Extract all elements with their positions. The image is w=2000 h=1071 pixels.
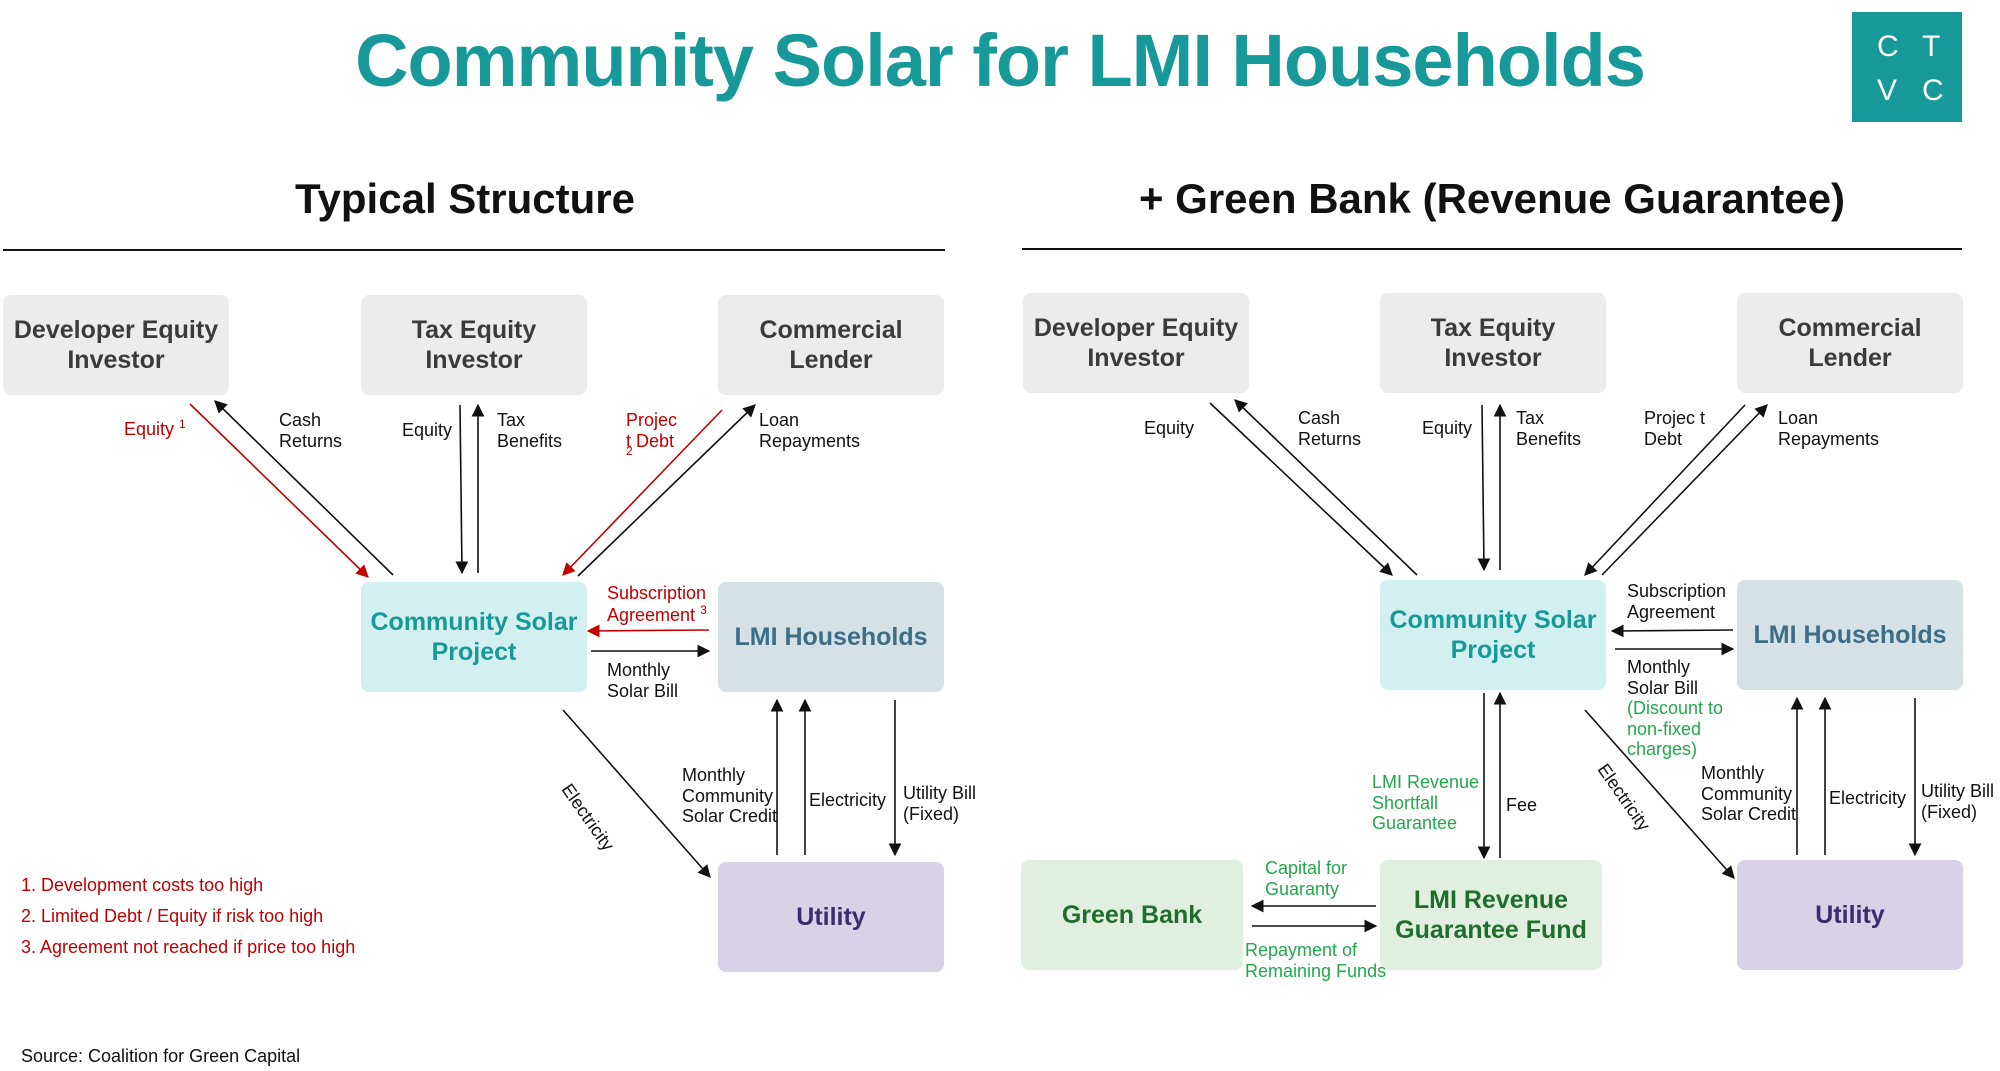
- note-1: 1. Development costs too high: [21, 875, 264, 895]
- arrow-cash-returns-left: [214, 400, 394, 576]
- right-box-tax-equity: Tax Equity Investor: [1380, 293, 1606, 393]
- right-label-equity-tax: Equity: [1422, 418, 1473, 438]
- right-box-community-solar-project: Community Solar Project: [1380, 580, 1606, 690]
- page-title: Community Solar for LMI Households: [355, 19, 1646, 102]
- left-label-electricity: Electricity: [809, 790, 887, 810]
- left-label-equity-tax: Equity: [402, 420, 453, 440]
- right-label-discount: (Discount to non-fixed charges): [1627, 698, 1724, 760]
- right-label-capital-for-guaranty: Capital for Guaranty: [1265, 858, 1348, 899]
- right-label-shortfall-guarantee: LMI Revenue Shortfall Guarantee: [1372, 772, 1480, 834]
- arrow-electricity-diag-left: [562, 709, 711, 878]
- note-2: 2. Limited Debt / Equity if risk too hig…: [21, 906, 324, 926]
- right-label-fee: Fee: [1506, 795, 1538, 815]
- left-label-monthly-solar-bill: Monthly Solar Bill: [607, 660, 679, 701]
- logo-letter: C: [1877, 30, 1899, 63]
- source-note: Source: Coalition for Green Capital: [21, 1046, 301, 1066]
- left-label-tax-benefits: Tax Benefits: [497, 410, 563, 451]
- left-label-community-credit: Monthly Community Solar Credit: [682, 765, 778, 827]
- right-box-green-bank: Green Bank: [1021, 860, 1243, 970]
- right-label-cash-returns: Cash Returns: [1298, 408, 1362, 449]
- logo-letter: T: [1922, 30, 1941, 63]
- left-box-commercial-lender: Commercial Lender: [718, 295, 944, 395]
- left-heading: Typical Structure: [295, 175, 635, 222]
- arrow-electricity-diag-right: [1584, 709, 1735, 879]
- arrow-project-debt-right: [1584, 404, 1746, 576]
- right-box-developer-equity: Developer Equity Investor: [1023, 293, 1249, 393]
- left-label-cash-returns: Cash Returns: [279, 410, 343, 451]
- left-box-community-solar-project: Community Solar Project: [361, 582, 587, 692]
- note-3: 3. Agreement not reached if price too hi…: [21, 937, 356, 957]
- logo-letter: C: [1922, 74, 1944, 107]
- left-box-tax-equity: Tax Equity Investor: [361, 295, 587, 395]
- arrow-equity-left: [189, 403, 369, 578]
- right-heading: + Green Bank (Revenue Guarantee): [1138, 175, 1846, 222]
- right-label-electricity: Electricity: [1829, 788, 1907, 808]
- right-label-repayment: Repayment of Remaining Funds: [1245, 940, 1387, 981]
- arrow-equity-right: [1209, 402, 1393, 576]
- left-label-subscription: Subscription Agreement 3: [607, 583, 707, 625]
- left-box-utility: Utility: [718, 862, 944, 972]
- right-box-utility: Utility: [1737, 860, 1963, 970]
- logo-letter: V: [1877, 74, 1898, 107]
- arrow-equity-tax-left: [455, 404, 469, 575]
- right-label-project-debt: Projec t Debt: [1644, 408, 1706, 449]
- right-label-subscription: Subscription Agreement: [1627, 581, 1727, 622]
- left-label-project-debt: Projec t Debt 2: [626, 410, 678, 459]
- arrow-project-debt-left: [562, 409, 723, 576]
- left-box-lmi-households: LMI Households: [718, 582, 944, 692]
- left-label-utility-bill: Utility Bill (Fixed): [903, 783, 977, 824]
- arrow-cash-returns-right: [1234, 399, 1418, 576]
- right-label-tax-benefits: Tax Benefits: [1516, 408, 1582, 449]
- right-label-loan-repayments: Loan Repayments: [1778, 408, 1880, 449]
- arrow-subscription-right: [1610, 624, 1734, 638]
- right-label-equity-dev: Equity: [1144, 418, 1195, 438]
- right-label-monthly-solar-bill: Monthly Solar Bill: [1627, 657, 1699, 698]
- arrow-loan-repayments-right: [1601, 404, 1768, 576]
- right-box-commercial-lender: Commercial Lender: [1737, 293, 1963, 393]
- arrow-loan-repayments-left: [577, 404, 756, 577]
- right-divider: [1022, 248, 1962, 250]
- arrow-subscription-left: [586, 624, 710, 638]
- right-label-utility-bill: Utility Bill (Fixed): [1921, 781, 1995, 822]
- left-box-developer-equity: Developer Equity Investor: [3, 295, 229, 395]
- ctvc-logo: C T V C: [1852, 12, 1962, 122]
- right-label-community-credit: Monthly Community Solar Credit: [1701, 763, 1797, 825]
- right-box-lmi-revenue-guarantee-fund: LMI Revenue Guarantee Fund: [1380, 860, 1602, 970]
- left-label-loan-repayments: Loan Repayments: [759, 410, 861, 451]
- left-label-equity: Equity 1: [124, 417, 186, 439]
- arrow-equity-tax-right: [1477, 404, 1491, 572]
- left-divider: [3, 249, 945, 251]
- right-box-lmi-households: LMI Households: [1737, 580, 1963, 690]
